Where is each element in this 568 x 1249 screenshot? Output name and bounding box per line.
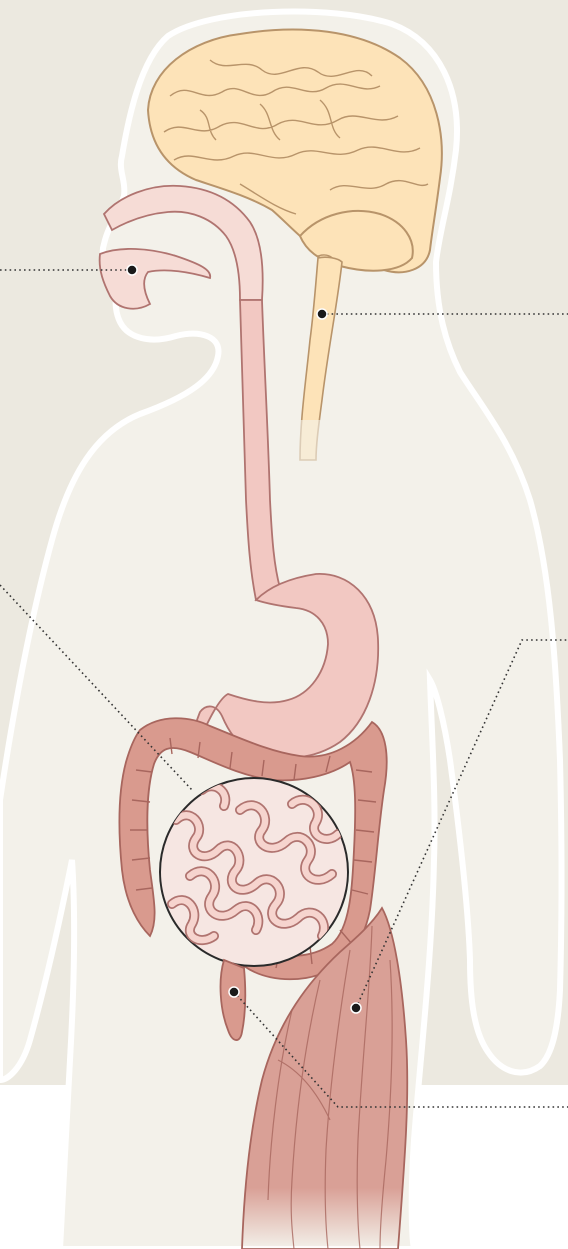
small-intestine (160, 778, 348, 966)
marker-spinal-cord (317, 309, 327, 319)
spinal-fade (286, 420, 326, 500)
marker-leg-muscle (351, 1003, 361, 1013)
marker-appendix (229, 987, 239, 997)
marker-mouth (127, 265, 137, 275)
